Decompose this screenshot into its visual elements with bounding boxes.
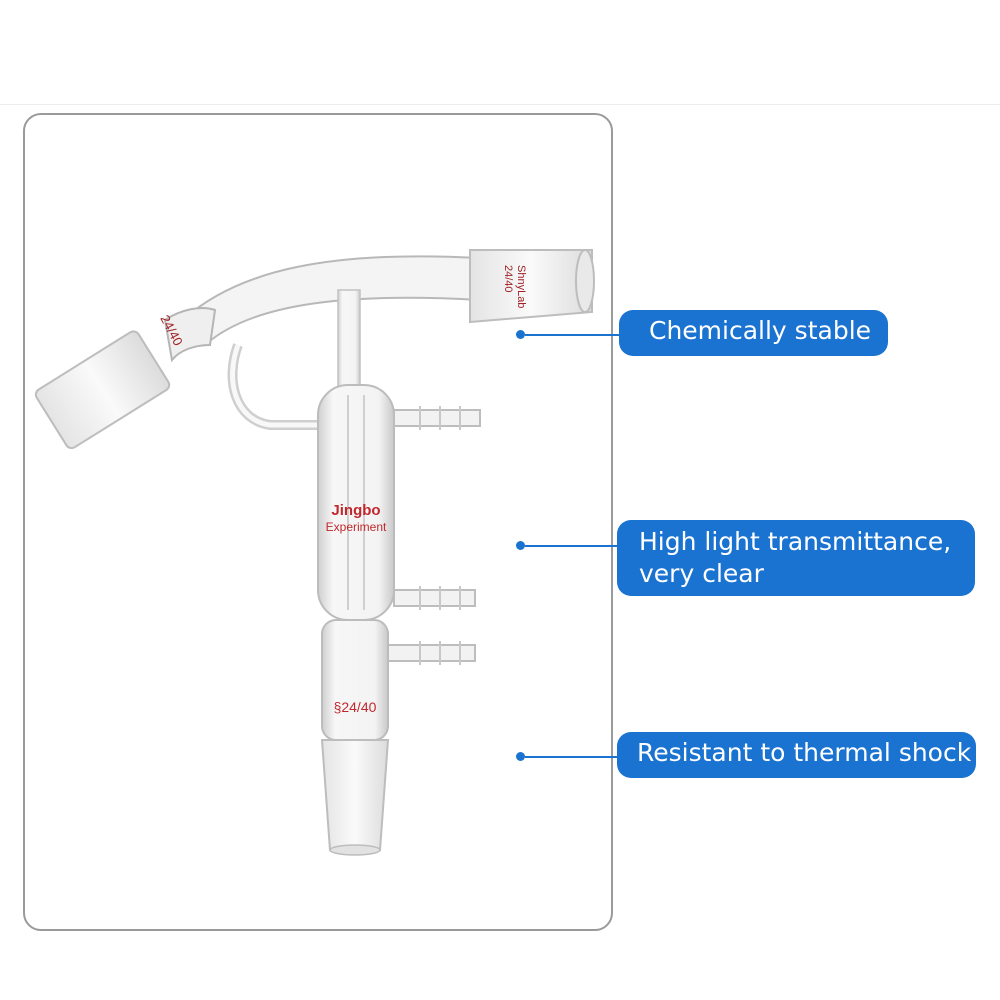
top-divider <box>0 104 1000 105</box>
feature-text: Chemically stable <box>649 316 872 345</box>
top-joint <box>469 249 593 324</box>
feature-pill-thermal-shock: Resistant to thermal shock <box>617 732 976 778</box>
feature-text: very clear <box>639 559 764 588</box>
callout-dot-3 <box>516 752 525 761</box>
feature-text: Resistant to thermal shock <box>637 738 972 767</box>
callout-line-1 <box>525 334 620 336</box>
callout-dot-2 <box>516 541 525 550</box>
callout-dot-1 <box>516 330 525 339</box>
callout-line-2 <box>525 545 620 547</box>
feature-pill-chemically-stable: Chemically stable <box>619 310 888 356</box>
feature-pill-high-transmittance: High light transmittance, very clear <box>617 520 975 596</box>
brand-subname: Experiment <box>326 520 387 534</box>
lower-stem <box>321 619 389 741</box>
hose-barb-upper <box>393 409 481 427</box>
bottom-joint <box>320 739 390 851</box>
hose-barb-lower <box>385 644 476 662</box>
top-arm <box>183 255 481 347</box>
left-joint <box>34 330 171 450</box>
hose-barb-middle <box>393 589 476 607</box>
callout-line-3 <box>525 756 620 758</box>
top-joint-size: 24/40 <box>502 265 514 293</box>
top-joint-brand: ShnyLab <box>515 265 527 308</box>
brand-name: Jingbo <box>331 502 380 519</box>
bottom-joint-size: §24/40 <box>334 699 377 715</box>
feature-text: High light transmittance, <box>639 527 952 556</box>
